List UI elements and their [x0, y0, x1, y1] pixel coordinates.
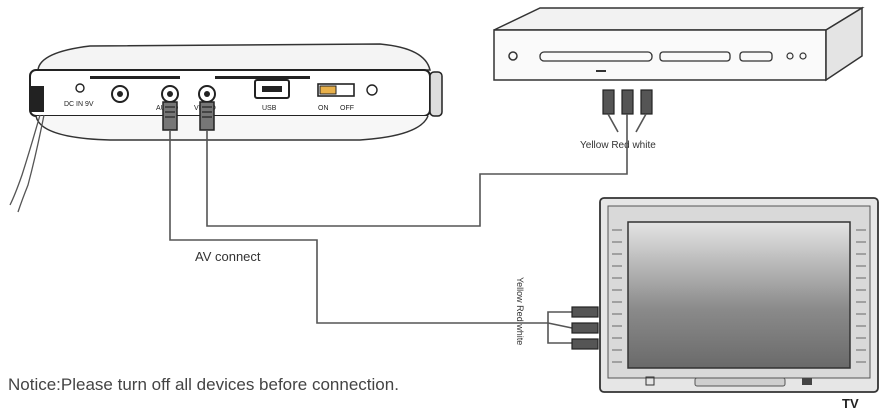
- player-base: [35, 115, 429, 141]
- headphone-port-center: [117, 91, 123, 97]
- video-port-center: [204, 91, 210, 97]
- dvd-disc-tray: [539, 51, 653, 62]
- dvd-player: [493, 6, 865, 82]
- dvd-button-1: [786, 52, 794, 60]
- tv-label: TV: [842, 396, 859, 411]
- headphone-port: [111, 85, 129, 103]
- dvd-side: [825, 6, 863, 82]
- portable-player: DC IN 9V AUDIO VIDEO USB ON OFF: [9, 43, 443, 213]
- cable-player-to-tv: [169, 130, 548, 324]
- dvd-power-button: [508, 51, 518, 61]
- player-right-knob: [429, 71, 443, 117]
- cable-player-to-dvd: [206, 130, 628, 227]
- dvd-front-mark: [596, 70, 606, 72]
- dvd-plug-yellow: [602, 89, 615, 115]
- switch-on-label: ON: [318, 105, 329, 112]
- player-left-edge: [30, 86, 44, 112]
- dvd-plug-red: [621, 89, 634, 115]
- notice-text: Notice:Please turn off all devices befor…: [8, 375, 399, 394]
- tv-power-button: [645, 376, 655, 386]
- tv-plug-white: [571, 338, 599, 350]
- dvd-plug-wires: [607, 113, 647, 133]
- dc-in-label: DC IN 9V: [64, 101, 94, 108]
- tv-plugs: [571, 306, 599, 350]
- power-cord: [9, 114, 41, 206]
- tv-sensor: [802, 378, 812, 385]
- player-slot-left: [90, 76, 180, 79]
- video-plug: [199, 101, 215, 131]
- dc-in-port: [75, 83, 85, 93]
- dvd-top: [493, 7, 865, 31]
- tv-screen: [627, 221, 851, 369]
- power-cord-2: [17, 114, 45, 213]
- tv-control-panel: [694, 377, 786, 387]
- tv-plug-yellow: [571, 306, 599, 318]
- dvd-button-2: [799, 52, 807, 60]
- player-lid: [37, 43, 431, 71]
- tv-plug-red: [571, 322, 599, 334]
- tv: [599, 197, 879, 393]
- usb-port-slot: [262, 86, 282, 92]
- indicator-light: [366, 84, 378, 96]
- tv-bezel-ticks: [612, 229, 866, 363]
- dvd-plug-white: [640, 89, 653, 115]
- audio-plug: [162, 101, 178, 131]
- usb-label: USB: [262, 105, 277, 112]
- dvd-display: [659, 51, 731, 62]
- dvd-cable-colors: Yellow Red white: [580, 140, 656, 151]
- power-switch-knob: [319, 85, 337, 95]
- dvd-logo-plate: [739, 51, 773, 62]
- tv-cable-colors: Yellow Red white: [515, 277, 525, 345]
- player-slot-right: [215, 76, 310, 79]
- switch-off-label: OFF: [340, 105, 354, 112]
- audio-port-center: [167, 91, 173, 97]
- av-cables: [169, 130, 628, 344]
- av-connect-label: AV connect: [195, 249, 261, 264]
- dvd-plugs: [602, 89, 653, 133]
